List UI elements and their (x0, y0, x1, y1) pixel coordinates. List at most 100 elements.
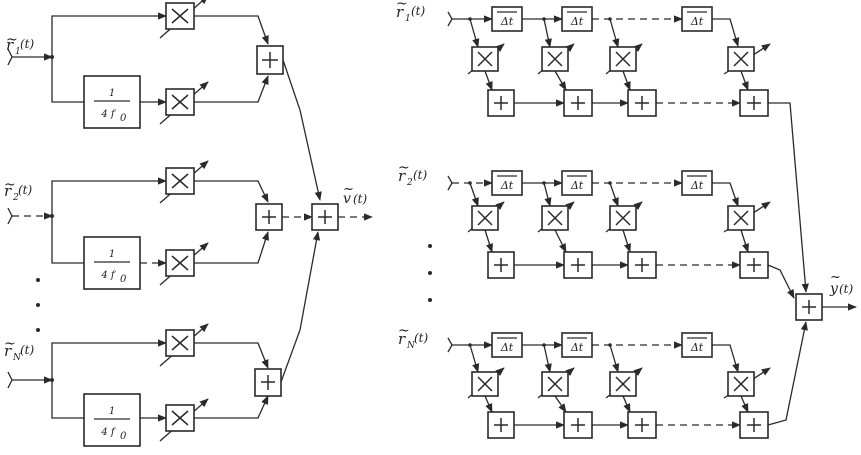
input-symbol: r (4, 342, 12, 360)
input-label: ~ r N (t) (4, 336, 35, 363)
multiplier-box (165, 167, 195, 195)
left-branch-n: 1 4 f 0 ~ r N (t) (4, 231, 321, 447)
delay-label: Δt (500, 341, 514, 354)
delay-box: Δt (681, 332, 713, 358)
right-panel: Δt Δt Δt ~ r 1 (t) (396, 0, 857, 439)
input-argument: (t) (20, 37, 35, 51)
delay-box: Δt (681, 170, 713, 196)
input-symbol: r (4, 182, 12, 200)
quarter-period-delay-box: 1 4 f 0 (83, 393, 141, 447)
delay-denominator-subscript: 0 (120, 113, 127, 124)
svg-text:~: ~ (830, 270, 841, 285)
delay-box: Δt (561, 6, 593, 32)
delay-denominator: 4 f (100, 270, 117, 281)
multiplier-box (727, 205, 755, 231)
multiplier-box (727, 371, 755, 397)
input-subscript: N (12, 353, 22, 363)
quarter-period-delay-box: 1 4 f 0 (83, 75, 141, 129)
input-symbol: r (6, 36, 14, 54)
ellipsis-dots (36, 278, 40, 332)
delay-numerator: 1 (109, 249, 115, 260)
summer-box (254, 368, 282, 397)
svg-text:~: ~ (398, 323, 410, 339)
multiplier-box (541, 46, 569, 72)
summer-box (487, 89, 515, 117)
ellipsis-dots (428, 244, 432, 302)
svg-text:~: ~ (4, 336, 16, 352)
delay-label: Δt (500, 179, 514, 192)
summer-box (563, 251, 593, 279)
input-subscript: 1 (15, 47, 21, 57)
summer-box (563, 89, 593, 117)
input-symbol: r (396, 3, 404, 21)
input-argument: (t) (20, 343, 35, 357)
summer-box (627, 89, 657, 117)
input-label: ~ r 1 (t) (6, 32, 35, 57)
input-subscript: 2 (12, 193, 19, 203)
multiplier-box (471, 371, 499, 397)
delay-box: Δt (561, 170, 593, 196)
output-symbol: v (343, 191, 351, 207)
summer-box (255, 203, 283, 231)
multiplier-box (471, 46, 499, 72)
output-symbol: y (829, 281, 839, 297)
output-argument: (t) (839, 282, 854, 296)
right-branch-n: Δt Δt Δt ~ r N (t) (398, 321, 808, 439)
output-argument: (t) (353, 192, 368, 206)
input-label: ~ r 2 (t) (4, 177, 33, 203)
delay-box: Δt (491, 6, 523, 32)
left-panel: 1 4 f 0 ~ r 1 (t) (4, 0, 373, 447)
svg-text:~: ~ (398, 160, 410, 176)
summer-box (627, 411, 657, 439)
svg-text:~: ~ (396, 0, 408, 12)
multiplier-box (165, 2, 195, 30)
delay-box: Δt (561, 332, 593, 358)
input-label: ~ r 2 (t) (398, 160, 428, 188)
svg-text:~: ~ (6, 32, 18, 48)
delay-label: Δt (690, 15, 704, 28)
input-subscript: 1 (405, 14, 411, 24)
delay-label: Δt (570, 341, 584, 354)
summer-box (739, 251, 769, 279)
delay-numerator: 1 (109, 406, 115, 417)
summer-box (739, 89, 769, 117)
output-label: ~ y (t) (829, 270, 854, 297)
svg-text:~: ~ (4, 177, 16, 193)
delay-denominator-subscript: 0 (120, 274, 127, 285)
summer-box (487, 411, 515, 439)
svg-text:~: ~ (343, 182, 354, 197)
input-argument: (t) (18, 183, 33, 197)
left-branch-1: 1 4 f 0 ~ r 1 (t) (6, 0, 322, 201)
input-argument: (t) (413, 168, 428, 182)
summer-box (256, 45, 284, 75)
multiplier-box (165, 404, 195, 432)
multiplier-box (727, 46, 755, 72)
final-summer-box (311, 203, 339, 231)
delay-label: Δt (690, 341, 704, 354)
delay-box: Δt (681, 6, 713, 32)
multiplier-box (471, 205, 499, 231)
output-label: ~ v (t) (343, 182, 368, 207)
right-branch-2: Δt Δt Δt ~ r 2 (t) (398, 160, 795, 299)
delay-label: Δt (570, 179, 584, 192)
input-argument: (t) (411, 4, 426, 18)
right-branch-1: Δt Δt Δt ~ r 1 (t) (396, 0, 809, 293)
delay-label: Δt (500, 15, 514, 28)
final-summer-box (795, 293, 823, 321)
multiplier-box (609, 205, 637, 231)
summer-box (739, 411, 769, 439)
multiplier-box (609, 46, 637, 72)
input-symbol: r (398, 167, 406, 185)
input-symbol: r (398, 330, 406, 348)
multiplier-box (541, 371, 569, 397)
input-label: ~ r 1 (t) (396, 0, 426, 24)
multiplier-box (165, 249, 195, 277)
delay-denominator: 4 f (100, 109, 117, 120)
summer-box (627, 251, 657, 279)
delay-box: Δt (491, 170, 523, 196)
summer-box (487, 251, 515, 279)
input-argument: (t) (414, 331, 429, 345)
multiplier-box (609, 371, 637, 397)
multiplier-box (165, 88, 195, 116)
